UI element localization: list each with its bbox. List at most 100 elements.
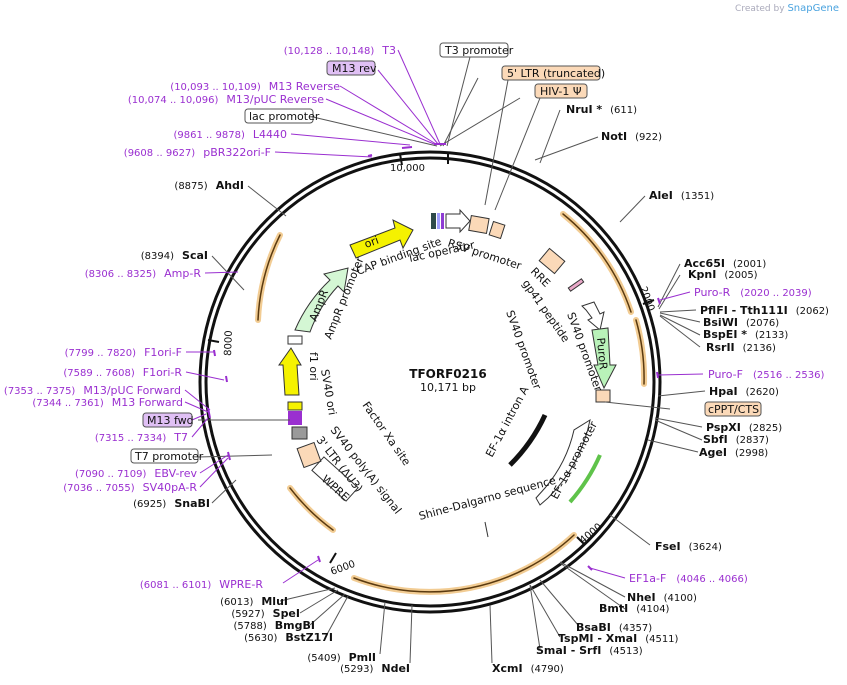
site-hpai-pos: (2620) (746, 387, 779, 398)
ampr-arrow (294, 267, 349, 333)
site-tspmi-pos: (4511) (645, 634, 678, 645)
site-bspei-pos: (2133) (755, 330, 788, 341)
primer-m13puc-forward-pos: (7353 .. 7375) (4, 386, 76, 397)
site-pspxi: PspXI(2825) (706, 421, 782, 434)
site-kpni: KpnI(2005) (688, 268, 758, 281)
primer-ebv-rev-name: EBV-rev (154, 467, 197, 480)
site-pflfi: PflFI - Tth111I(2062) (700, 304, 829, 317)
primer-f1ori-f: (7799 .. 7820) F1ori-F (65, 346, 182, 359)
site-snabi-name: SnaBI (174, 497, 210, 510)
tick-label-10000: 10,000 (390, 163, 425, 174)
site-snabi-pos: (6925) (133, 499, 166, 510)
site-ndei-name: NdeI (381, 662, 410, 675)
site-pmli-name: PmlI (349, 651, 376, 664)
site-bstz17i-pos: (5630) (244, 633, 277, 644)
primer-wpre-r: (6081 .. 6101)WPRE-R (140, 578, 263, 591)
primer-leaders (184, 49, 704, 584)
lac-promoter-box (244, 108, 314, 124)
site-spei-name: SpeI (273, 607, 300, 620)
primer-t3: (10,128 .. 10,148) T3 (284, 44, 396, 57)
primer-wpre-r-pos: (6081 .. 6101) (140, 580, 212, 591)
primer-amp-r-pos: (8306 .. 8325) (85, 269, 157, 280)
site-bsiwi-name: BsiWI (703, 316, 738, 329)
site-sbfi-name: SbfI (703, 433, 728, 446)
t7-promoter-label: T7 promoter (134, 450, 204, 463)
site-nrui-name: NruI * (566, 103, 602, 116)
ori-arrow (349, 219, 414, 259)
site-alei-name: AleI (649, 189, 673, 202)
site-bmgbi-name: BmgBI (275, 619, 315, 632)
m13-fwd-box (142, 412, 193, 428)
primer-marks (207, 143, 661, 571)
ef1a-promoter-arrow (535, 418, 591, 506)
tick-label-6000: 6000 (329, 559, 357, 578)
primer-l4440: (9861 .. 9878)L4440 (173, 128, 287, 141)
site-spei: (5927) SpeI (231, 607, 300, 620)
tick-label-8000: 8000 (223, 330, 235, 356)
site-scai: (8394)ScaI (141, 249, 208, 262)
site-bmti-name: BmtI (599, 602, 628, 615)
hiv1-block (488, 220, 506, 240)
primer-puro-f-pos: (2516 .. 2536) (753, 370, 825, 381)
primer-t7-name: T7 (173, 431, 188, 444)
site-xcmi-pos: (4790) (531, 664, 564, 675)
m13-fwd-label: M13 fwd (147, 414, 194, 427)
site-tspmi-name: TspMI - XmaI (558, 632, 637, 645)
primer-ebv-rev-pos: (7090 .. 7109) (75, 469, 147, 480)
site-fsei: FseI(3624) (655, 540, 722, 553)
site-pflfi-name: PflFI - Tth111I (700, 304, 788, 317)
site-ahdi-name: AhdI (216, 179, 244, 192)
site-acc65i: Acc65I(2001) (684, 257, 766, 270)
sv40-promoter-arrow (581, 301, 605, 331)
site-xcmi: XcmI (4790) (492, 662, 564, 675)
primer-t7-pos: (7315 .. 7334) (95, 433, 167, 444)
rre-block (538, 247, 566, 275)
site-rsrii: RsrII(2136) (706, 341, 776, 354)
ltr5-label: 5' LTR (truncated) (507, 67, 605, 80)
primer-f1ori-f-pos: (7799 .. 7820) (65, 348, 137, 359)
site-sbfi: SbfI (2837) (703, 433, 769, 446)
ori-label: ori (363, 234, 381, 251)
site-bstz17i: (5630)BstZ17I (244, 631, 333, 644)
site-scai-pos: (8394) (141, 251, 174, 262)
gp41-block (567, 278, 585, 292)
site-xcmi-name: XcmI (492, 662, 523, 675)
primer-sv40pa-r-pos: (7036 .. 7055) (63, 483, 135, 494)
t3-promoter-label: T3 promoter (444, 44, 514, 57)
site-bsiwi-pos: (2076) (746, 318, 779, 329)
primer-m13-forward-pos: (7344 .. 7361) (32, 398, 104, 409)
site-ahdi: (8875)AhdI (174, 179, 244, 192)
puror-arrow (591, 327, 617, 390)
primer-m13-reverse: (10,093 .. 10,109)M13 Reverse (170, 80, 340, 93)
site-bsabi: BsaBI(4357) (576, 621, 652, 634)
snapgene-credit: Created by SnapGene (735, 3, 839, 14)
primer-t3-name: T3 (381, 44, 396, 57)
site-ndei-pos: (5293) (340, 664, 373, 675)
site-smai: SmaI - SrfI(4513) (536, 644, 643, 657)
primer-puro-r: Puro-R(2020 .. 2039) (694, 286, 812, 299)
site-snabi: (6925) SnaBI (133, 497, 210, 510)
primer-pbr322ori-f-pos: (9608 .. 9627) (124, 148, 196, 159)
primer-t3-pos: (10,128 .. 10,148) (284, 46, 375, 57)
site-bmgbi-pos: (5788) (234, 621, 267, 632)
site-bsabi-name: BsaBI (576, 621, 611, 634)
primer-f1ori-f-name: F1ori-F (144, 346, 182, 359)
primer-m13puc-forward-name: M13/pUC Forward (83, 384, 181, 397)
primer-amp-r: (8306 .. 8325)Amp-R (85, 267, 202, 280)
site-rsrii-pos: (2136) (743, 343, 776, 354)
primer-m13-forward-name: M13 Forward (112, 396, 183, 409)
snapgene-logo-text: SnapGene (787, 3, 839, 14)
site-spei-pos: (5927) (231, 609, 264, 620)
primer-f1ori-r: (7589 .. 7608)F1ori-R (63, 366, 182, 379)
cppt-block (595, 389, 611, 403)
cppt-label: cPPT/CTS (708, 403, 759, 416)
site-sbfi-pos: (2837) (736, 435, 769, 446)
primer-puro-r-name: Puro-R (694, 286, 731, 299)
ltr5-block (468, 214, 490, 235)
site-kpni-pos: (2005) (724, 270, 757, 281)
sv40-polya-block (291, 426, 308, 440)
primer-stack-block (288, 411, 302, 425)
primer-puro-f-name: Puro-F (708, 368, 743, 381)
primer-pbr322ori-f-name: pBR322ori-F (203, 146, 271, 159)
